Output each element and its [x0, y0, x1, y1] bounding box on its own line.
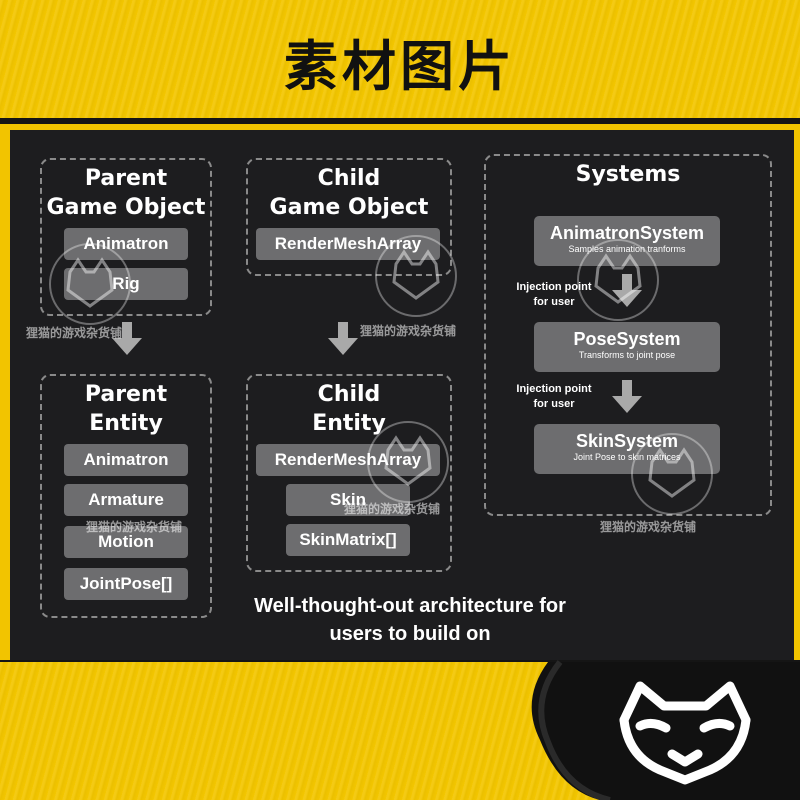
watermark-fox-icon [367, 421, 449, 503]
injection-point-label: Injection point for user [502, 382, 606, 412]
child-entity-group: Child Entity RenderMeshArray Skin SkinMa… [246, 374, 452, 572]
component-motion: Motion [64, 526, 188, 558]
watermark: 狸猫的游戏杂货铺 [360, 234, 458, 338]
group-title: Entity [89, 411, 163, 436]
watermark-fox-icon [577, 239, 659, 321]
diagram-caption: Well-thought-out architecture for users … [210, 592, 610, 648]
injection-point-label: Injection point for user [502, 280, 606, 310]
component-render-mesh-array: RenderMeshArray [256, 444, 440, 476]
group-title: Child [317, 382, 381, 407]
watermark: 狸猫的游戏杂货铺 [344, 420, 450, 516]
injection-line: Injection point [516, 383, 592, 395]
watermark-fox-icon [49, 243, 131, 325]
down-arrow-icon [328, 322, 358, 355]
group-title: Parent [84, 382, 168, 407]
component-animatron: Animatron [64, 228, 188, 260]
system-name: SkinSystem [575, 431, 679, 451]
injection-line: for user [533, 398, 575, 410]
diagram-slide: Parent Game Object Animatron Rig Child G… [10, 130, 794, 660]
watermark-text: 狸猫的游戏杂货铺 [26, 326, 123, 340]
system-description: Samples animation tranforms [568, 244, 686, 254]
component-joint-pose: JointPose[] [64, 568, 188, 600]
parent-game-object-group: Parent Game Object Animatron Rig [40, 158, 212, 316]
watermark: 狸猫的游戏杂货铺 [600, 432, 714, 534]
component-skin: Skin [286, 484, 410, 516]
parent-entity-group: Parent Entity Animatron Armature Motion … [40, 374, 212, 618]
down-arrow-icon [612, 274, 642, 307]
system-description: Transforms to joint pose [578, 350, 676, 360]
component-animatron: Animatron [64, 444, 188, 476]
injection-line: Injection point [516, 281, 592, 293]
watermark-text: 狸猫的游戏杂货铺 [360, 324, 457, 338]
page-title: 素材图片 [284, 35, 516, 98]
watermark-fox-icon [631, 433, 713, 515]
watermark-text: 狸猫的游戏杂货铺 [86, 520, 183, 534]
watermark [576, 238, 660, 326]
component-rig: Rig [64, 268, 188, 300]
top-banner [0, 0, 800, 124]
component-render-mesh-array: RenderMeshArray [256, 228, 440, 260]
component-skin-matrix: SkinMatrix[] [286, 524, 410, 556]
injection-line: for user [533, 296, 575, 308]
down-arrow-icon [612, 380, 642, 413]
system-name: PoseSystem [573, 329, 681, 349]
system-description: Joint Pose to skin matrices [573, 452, 681, 462]
down-arrow-icon [112, 322, 142, 355]
watermark-text: 狸猫的游戏杂货铺 [600, 520, 697, 534]
watermark-text: 狸猫的游戏杂货铺 [344, 502, 441, 516]
watermark: 狸猫的游戏杂货铺 [26, 242, 132, 340]
system-skin: SkinSystem Joint Pose to skin matrices [534, 424, 720, 474]
component-armature: Armature [64, 484, 188, 516]
caption-line: users to build on [329, 623, 491, 645]
group-title: Child [317, 166, 381, 191]
fox-logo-icon [619, 681, 751, 785]
system-name: AnimatronSystem [549, 223, 705, 243]
caption-line: Well-thought-out architecture for [254, 595, 566, 617]
watermark-fox-icon [375, 235, 457, 317]
top-divider [0, 118, 800, 124]
group-title: Parent [84, 166, 168, 191]
child-game-object-group: Child Game Object RenderMeshArray [246, 158, 452, 276]
system-pose: PoseSystem Transforms to joint pose [534, 322, 720, 372]
group-title: Game Object [46, 195, 206, 220]
group-title: Entity [312, 411, 386, 436]
system-animatron: AnimatronSystem Samples animation tranfo… [534, 216, 720, 266]
systems-group: Systems AnimatronSystem Samples animatio… [484, 154, 772, 516]
group-title: Systems [575, 162, 681, 187]
group-title: Game Object [269, 195, 429, 220]
